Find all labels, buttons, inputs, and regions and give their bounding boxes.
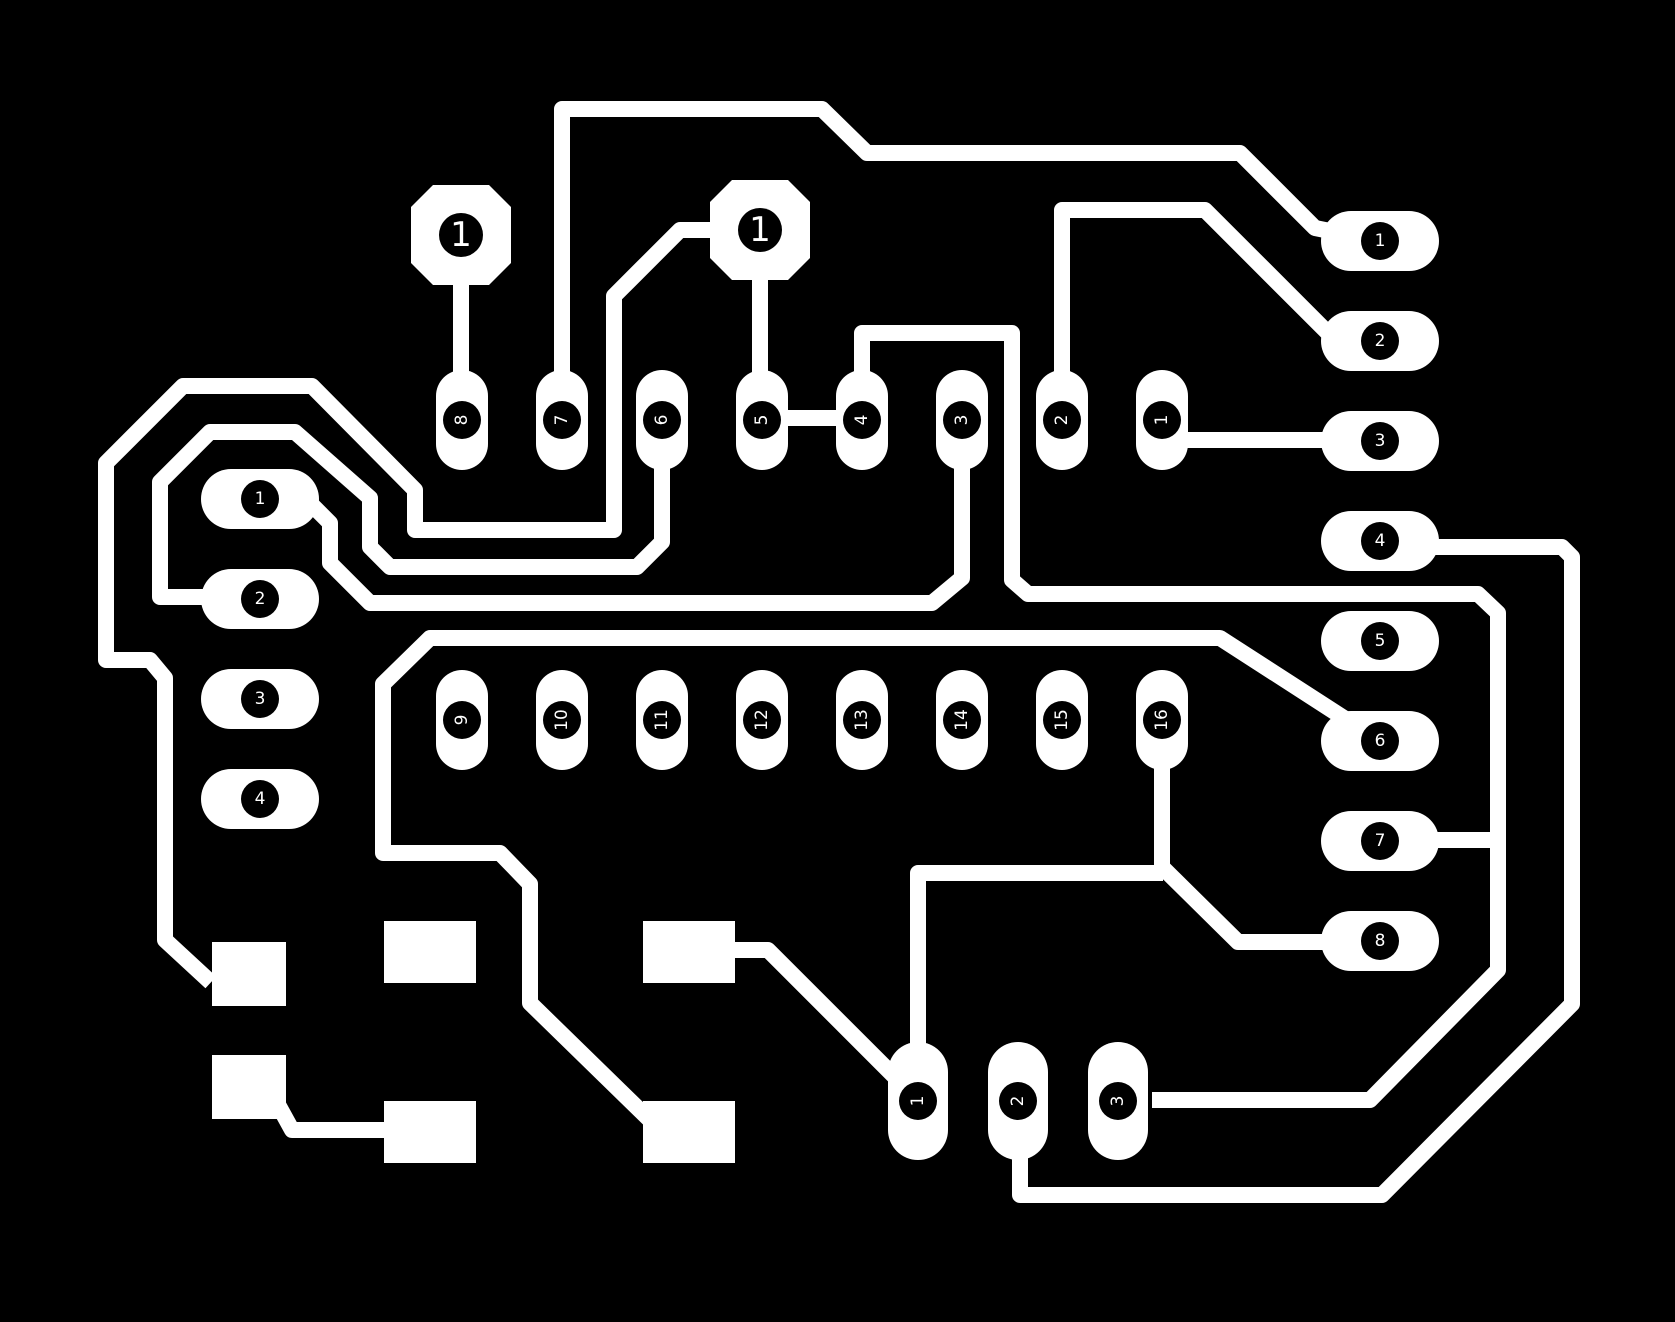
right-header-pin-1: 1 <box>1321 211 1439 271</box>
ic-pin-15-label: 15 <box>1052 709 1072 731</box>
bottom-header-pin-2-label: 2 <box>1008 1096 1028 1107</box>
left-header-pin-1-label: 1 <box>255 489 266 509</box>
trace-ic16-to-bottom1 <box>910 865 1163 1088</box>
ic-pin-9-label: 9 <box>452 715 472 726</box>
smd-pad-b <box>384 921 476 983</box>
right-header-pin-4-label: 4 <box>1375 531 1386 551</box>
left-header-pin-4: 4 <box>201 769 319 829</box>
right-header-pin-5-label: 5 <box>1375 631 1386 651</box>
ic-pin-1-label: 1 <box>1152 415 1172 426</box>
trace-ic7-to-right1 <box>554 101 1390 426</box>
ic-pin-4-label: 4 <box>852 415 872 426</box>
ic-pin-9: 9 <box>436 670 488 770</box>
ic-pin-2: 2 <box>1036 370 1088 470</box>
bottom-header-pin-3-label: 3 <box>1108 1096 1128 1107</box>
bottom-header-pin-2: 2 <box>988 1042 1048 1160</box>
ic-pin-10-label: 10 <box>552 709 572 731</box>
test-point-right-label: 1 <box>749 210 771 250</box>
ic-pin-5: 5 <box>736 370 788 470</box>
trace-ic16-to-right8 <box>1154 712 1388 950</box>
test-point-left: 1 <box>411 185 511 285</box>
ic-pin-13-label: 13 <box>852 709 872 731</box>
right-header-pin-5: 5 <box>1321 611 1439 671</box>
right-header-pin-7: 7 <box>1321 811 1439 871</box>
ic-pin-12: 12 <box>736 670 788 770</box>
smd-pad-f <box>643 1101 735 1163</box>
ic-pin-3-label: 3 <box>952 415 972 426</box>
smd-pad-d <box>212 1055 286 1119</box>
ic-pin-6-label: 6 <box>652 415 672 426</box>
ic-pin-16-label: 16 <box>1152 709 1172 731</box>
test-point-left-label: 1 <box>450 215 472 255</box>
ic-pin-12-label: 12 <box>752 709 772 731</box>
ic-pin-15: 15 <box>1036 670 1088 770</box>
right-header-pin-3-label: 3 <box>1375 431 1386 451</box>
ic-pin-1: 1 <box>1136 370 1188 470</box>
ic-pin-5-label: 5 <box>752 415 772 426</box>
trace-right6-to-bottom-smd <box>375 630 1390 1137</box>
ic-pin-10: 10 <box>536 670 588 770</box>
smd-pad-a <box>212 942 286 1006</box>
right-header-pin-4: 4 <box>1321 511 1439 571</box>
ic-pin-2-label: 2 <box>1052 415 1072 426</box>
trace-ic3-to-left1 <box>298 410 970 611</box>
smd-pad-e <box>384 1101 476 1163</box>
trace-ic4-up-and-over <box>854 325 1506 1108</box>
bottom-header-pin-1: 1 <box>888 1042 948 1160</box>
test-point-right: 1 <box>710 180 810 280</box>
ic-pin-14-label: 14 <box>952 709 972 731</box>
right-header-pin-7-label: 7 <box>1375 831 1386 851</box>
right-header-pin-3: 3 <box>1321 411 1439 471</box>
traces <box>98 101 1580 1203</box>
right-header-pin-1-label: 1 <box>1375 231 1386 251</box>
ic-pin-13: 13 <box>836 670 888 770</box>
ic-pin-11: 11 <box>636 670 688 770</box>
left-header-pin-3-label: 3 <box>255 689 266 709</box>
trace-ic6-to-left2 <box>152 410 670 605</box>
ic-pin-8-label: 8 <box>452 415 472 426</box>
right-header-pin-2: 2 <box>1321 311 1439 371</box>
ic-pin-4: 4 <box>836 370 888 470</box>
ic-pin-7: 7 <box>536 370 588 470</box>
ic-pin-7-label: 7 <box>552 415 572 426</box>
bottom-header-pin-1-label: 1 <box>908 1096 928 1107</box>
right-header-pin-8-label: 8 <box>1375 931 1386 951</box>
ic-pin-14: 14 <box>936 670 988 770</box>
left-header-pin-1: 1 <box>201 469 319 529</box>
ic-pin-6: 6 <box>636 370 688 470</box>
trace-smd-to-bottom1 <box>722 942 912 1094</box>
left-header-pin-3: 3 <box>201 669 319 729</box>
ic-pin-16: 16 <box>1136 670 1188 770</box>
right-header-pin-2-label: 2 <box>1375 331 1386 351</box>
left-header-pin-2-label: 2 <box>255 589 266 609</box>
bottom-header-pin-3: 3 <box>1088 1042 1148 1160</box>
right-header-pin-8: 8 <box>1321 911 1439 971</box>
ic-pin-11-label: 11 <box>652 709 672 731</box>
ic-pin-3: 3 <box>936 370 988 470</box>
right-header-pin-6: 6 <box>1321 711 1439 771</box>
smd-pad-c <box>643 921 735 983</box>
trace-tp-right-to-ic6 <box>98 222 720 989</box>
left-header-pin-2: 2 <box>201 569 319 629</box>
right-header-pin-6-label: 6 <box>1375 731 1386 751</box>
ic-pin-8: 8 <box>436 370 488 470</box>
trace-right4-to-bottom2 <box>1012 539 1580 1203</box>
left-header-pin-4-label: 4 <box>255 789 266 809</box>
